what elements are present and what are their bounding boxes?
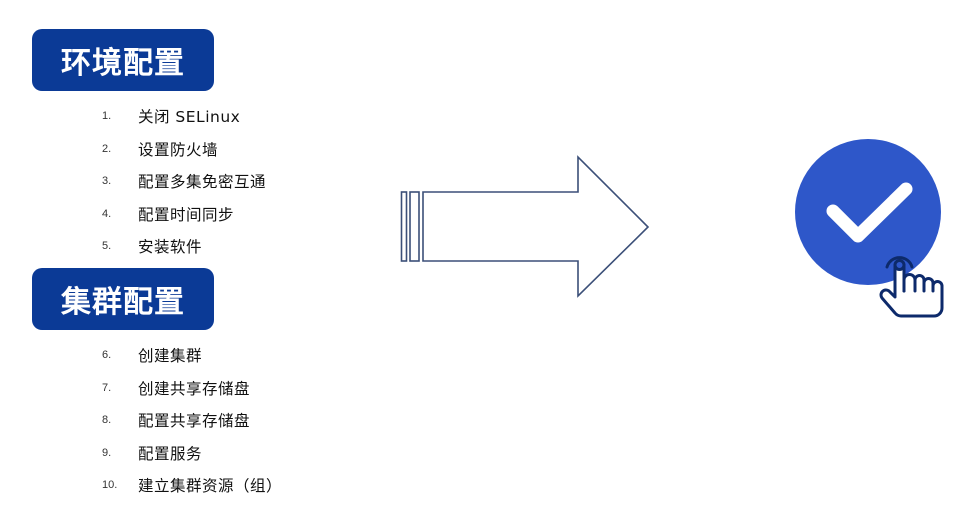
step-number: 8. — [102, 414, 112, 427]
check-circle-icon — [795, 139, 941, 285]
list-item: 2. 设置防火墙 — [102, 133, 266, 166]
step-text: 配置时间同步 — [138, 205, 235, 224]
list-item: 5. 安装软件 — [102, 230, 266, 263]
step-number: 5. — [102, 240, 112, 253]
list-item: 8. 配置共享存储盘 — [102, 404, 282, 437]
list-item: 4. 配置时间同步 — [102, 198, 266, 231]
right-arrow-icon — [400, 155, 650, 298]
step-text: 安装软件 — [138, 238, 203, 257]
step-text: 设置防火墙 — [138, 140, 219, 159]
cluster-steps-list: 6. 创建集群 7. 创建共享存储盘 8. 配置共享存储盘 9. 配置服务 10. 建立集… — [102, 339, 282, 502]
list-item: 9. 配置服务 — [102, 437, 282, 470]
step-number: 6. — [102, 349, 112, 362]
step-number: 2. — [102, 142, 112, 155]
step-number: 10. — [102, 479, 118, 492]
step-number: 1. — [102, 110, 112, 123]
step-text: 配置服务 — [138, 444, 203, 463]
step-number: 7. — [102, 381, 112, 394]
step-number: 3. — [102, 175, 112, 188]
list-item: 1. 关闭 SELinux — [102, 100, 266, 133]
section-header-environment: 环境配置 — [32, 29, 214, 91]
step-text: 配置共享存储盘 — [138, 412, 251, 431]
step-text: 配置多集免密互通 — [138, 173, 267, 192]
step-text: 关闭 SELinux — [138, 108, 241, 127]
list-item: 3. 配置多集免密互通 — [102, 165, 266, 198]
hand-pointer-icon — [879, 256, 944, 318]
step-text: 创建共享存储盘 — [138, 379, 251, 398]
step-text: 创建集群 — [138, 347, 203, 366]
step-number: 4. — [102, 207, 112, 220]
list-item: 10. 建立集群资源（组） — [102, 469, 282, 502]
step-number: 9. — [102, 446, 112, 459]
list-item: 7. 创建共享存储盘 — [102, 372, 282, 405]
list-item: 6. 创建集群 — [102, 339, 282, 372]
section-header-cluster: 集群配置 — [32, 268, 214, 330]
environment-steps-list: 1. 关闭 SELinux 2. 设置防火墙 3. 配置多集免密互通 4. 配置时间同步… — [102, 100, 266, 263]
step-text: 建立集群资源（组） — [138, 477, 283, 496]
